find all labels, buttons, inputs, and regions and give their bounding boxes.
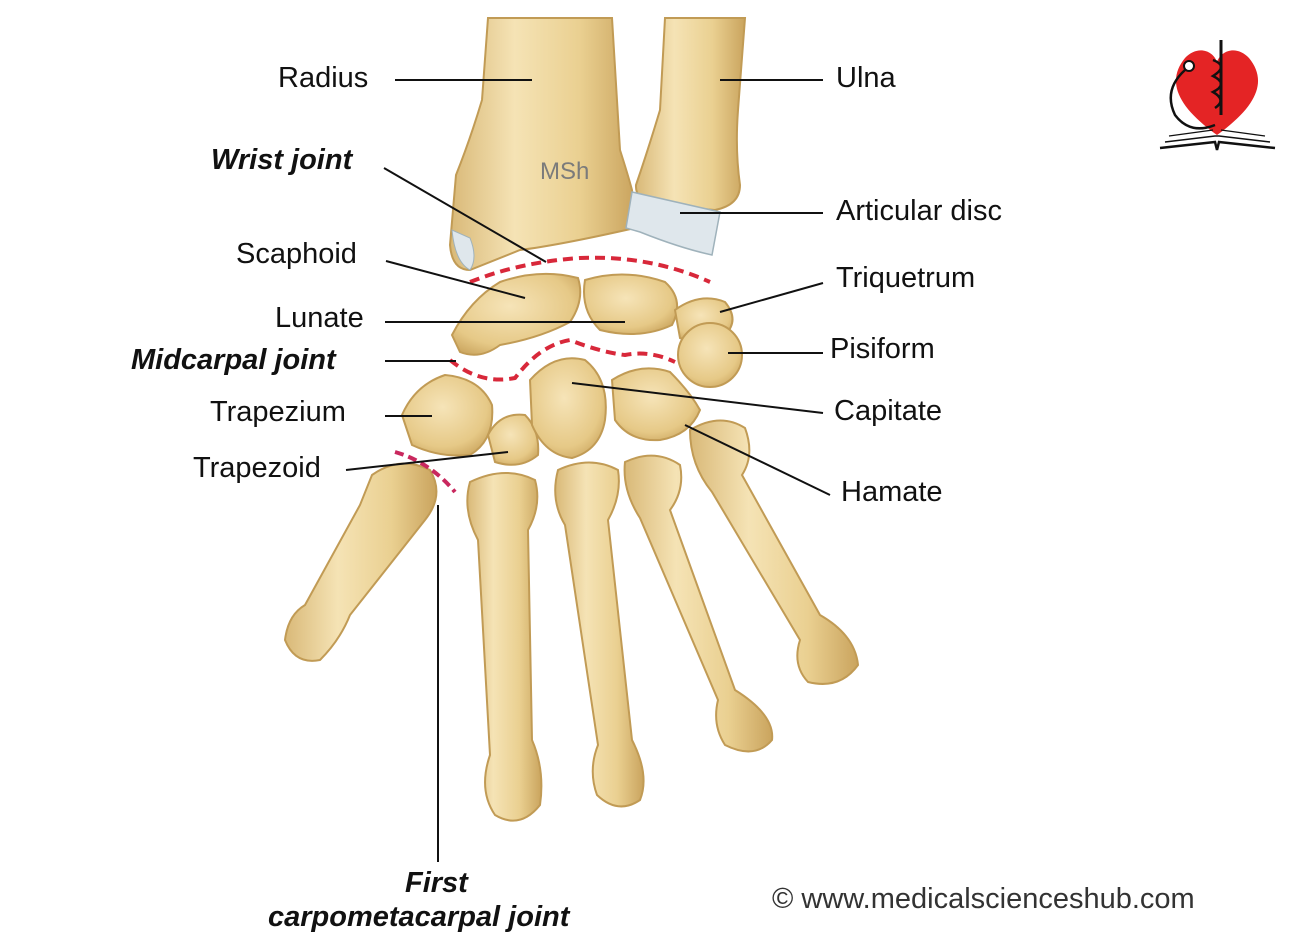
trapezium-bone <box>400 373 494 457</box>
capitate-leader <box>571 382 824 414</box>
hamate-bone <box>610 367 702 442</box>
ulna-bone <box>634 17 747 212</box>
triquetrum-leader <box>719 282 824 313</box>
label-first-cmc-line2: carpometacarpal joint <box>268 901 570 933</box>
label-hamate: Hamate <box>841 476 943 508</box>
label-articular-disc: Articular disc <box>836 195 1002 227</box>
label-wrist-joint: Wrist joint <box>211 144 353 176</box>
trapezoid-leader <box>345 451 509 471</box>
metacarpal-3 <box>554 461 645 808</box>
wrist-joint-line <box>469 255 711 284</box>
radius-bone <box>448 17 637 272</box>
pisiform-bone <box>677 322 743 388</box>
watermark-msh: MSh <box>540 158 590 185</box>
articular-disc-shape <box>625 191 721 256</box>
label-pisiform: Pisiform <box>830 333 935 365</box>
lunate-bone <box>583 273 679 335</box>
label-radius: Radius <box>278 62 369 94</box>
label-triquetrum: Triquetrum <box>836 262 976 294</box>
label-trapezoid: Trapezoid <box>193 452 321 484</box>
label-first-cmc-line1: First <box>405 867 468 899</box>
first-cmc-joint-line <box>394 450 457 494</box>
label-ulna: Ulna <box>836 62 896 94</box>
copyright-text: © www.medicalscienceshub.com <box>772 883 1195 915</box>
label-lunate: Lunate <box>275 302 364 334</box>
hamate-leader <box>684 424 831 496</box>
metacarpal-1 <box>283 462 438 662</box>
label-scaphoid: Scaphoid <box>236 238 357 270</box>
wrist-joint-leader <box>383 167 547 263</box>
trapezoid-bone <box>486 413 540 466</box>
metacarpal-4 <box>623 454 774 753</box>
scaphoid-bone <box>450 272 582 356</box>
label-capitate: Capitate <box>834 395 943 427</box>
metacarpal-5 <box>688 419 860 685</box>
capitate-bone <box>528 357 607 460</box>
medical-logo-icon <box>1159 40 1276 151</box>
scaphoid-leader <box>385 260 526 299</box>
label-trapezium: Trapezium <box>210 396 346 428</box>
radius-cartilage <box>451 229 475 271</box>
metacarpal-2 <box>466 471 543 822</box>
label-midcarpal-joint: Midcarpal joint <box>131 344 336 376</box>
